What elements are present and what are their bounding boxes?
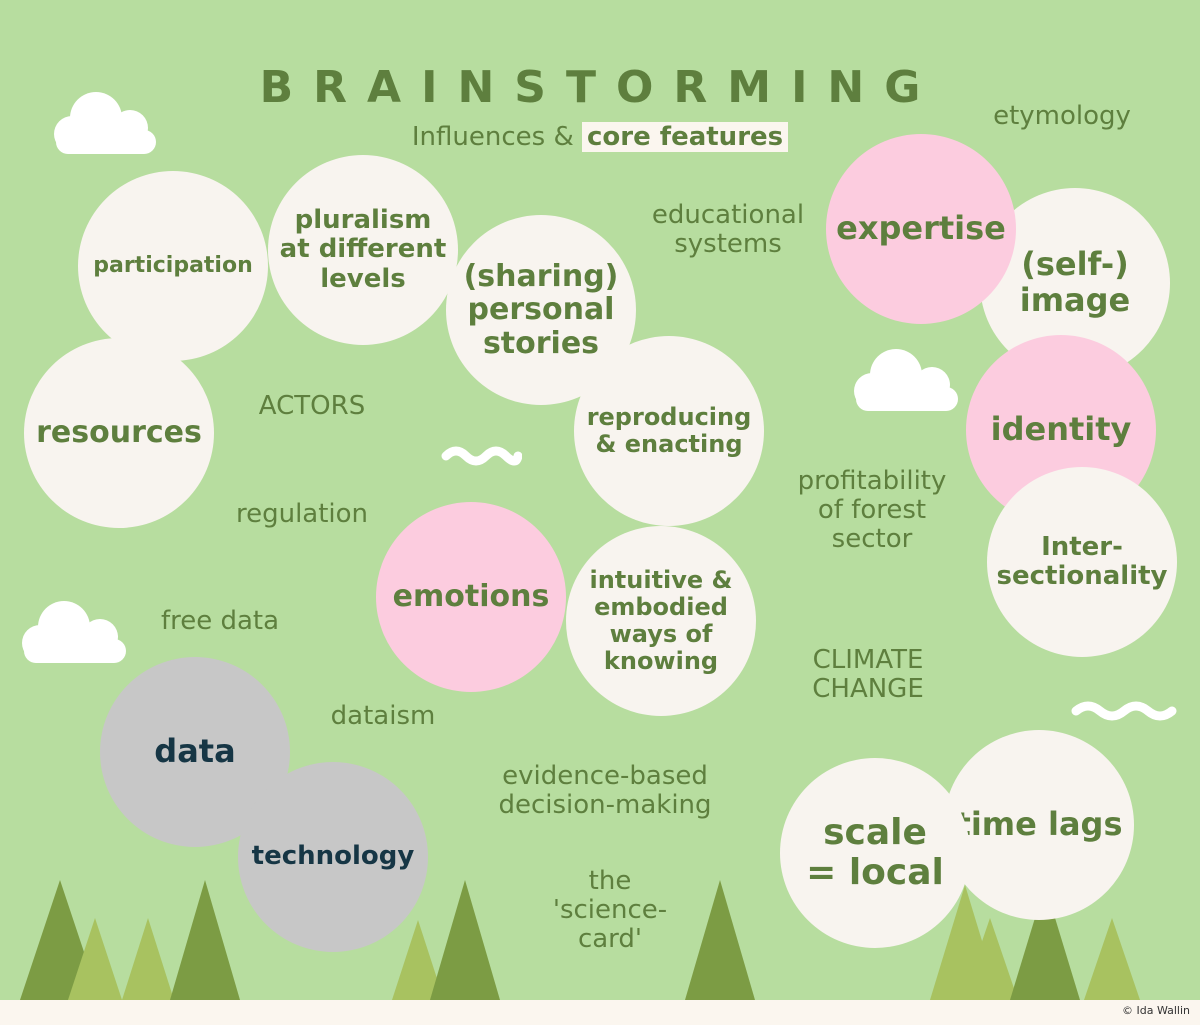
- tree-icon: [1084, 918, 1140, 1000]
- bubble-reproducing: reproducing& enacting: [574, 336, 764, 526]
- tree-icon: [962, 918, 1018, 1000]
- tree-icon: [122, 918, 174, 1000]
- wave-decoration: [441, 446, 522, 466]
- word-regulation: regulation: [235, 499, 369, 529]
- subtitle-prefix: Influences &: [411, 122, 574, 152]
- bubble-expertise: expertise: [826, 134, 1016, 324]
- word-science-card: the'science-card': [552, 866, 668, 955]
- bubble-resources: resources: [24, 338, 214, 528]
- bubble-participation: participation: [78, 171, 268, 361]
- wave-decoration: [1071, 701, 1177, 721]
- bubble-emotions: emotions: [376, 502, 566, 692]
- page-subtitle: Influences & core features: [0, 122, 1200, 152]
- tree-icon: [68, 918, 122, 1000]
- bubble-scale-local: scale= local: [780, 758, 970, 948]
- tree-icon: [430, 880, 500, 1000]
- tree-icon: [170, 880, 240, 1000]
- bubble-technology: technology: [238, 762, 428, 952]
- tree-icon: [685, 880, 755, 1000]
- bubble-time-lags: time lags: [944, 730, 1134, 920]
- word-actors: ACTORS: [258, 391, 366, 421]
- word-free-data: free data: [160, 606, 280, 636]
- cloud-icon: [54, 92, 156, 154]
- word-dataism: dataism: [330, 701, 436, 731]
- ground-strip: [0, 1000, 1200, 1025]
- tree-icon: [1010, 885, 1080, 1000]
- cloud-icon: [22, 601, 126, 663]
- page-title: BRAINSTORMING: [259, 62, 941, 113]
- tree-icon: [392, 920, 444, 1000]
- cloud-icon: [854, 349, 958, 411]
- subtitle-highlight: core features: [581, 122, 789, 152]
- bubble-intersectionality: Inter-sectionality: [987, 467, 1177, 657]
- word-etymology: etymology: [993, 101, 1131, 131]
- credit-text: © Ida Wallin: [1121, 1004, 1190, 1017]
